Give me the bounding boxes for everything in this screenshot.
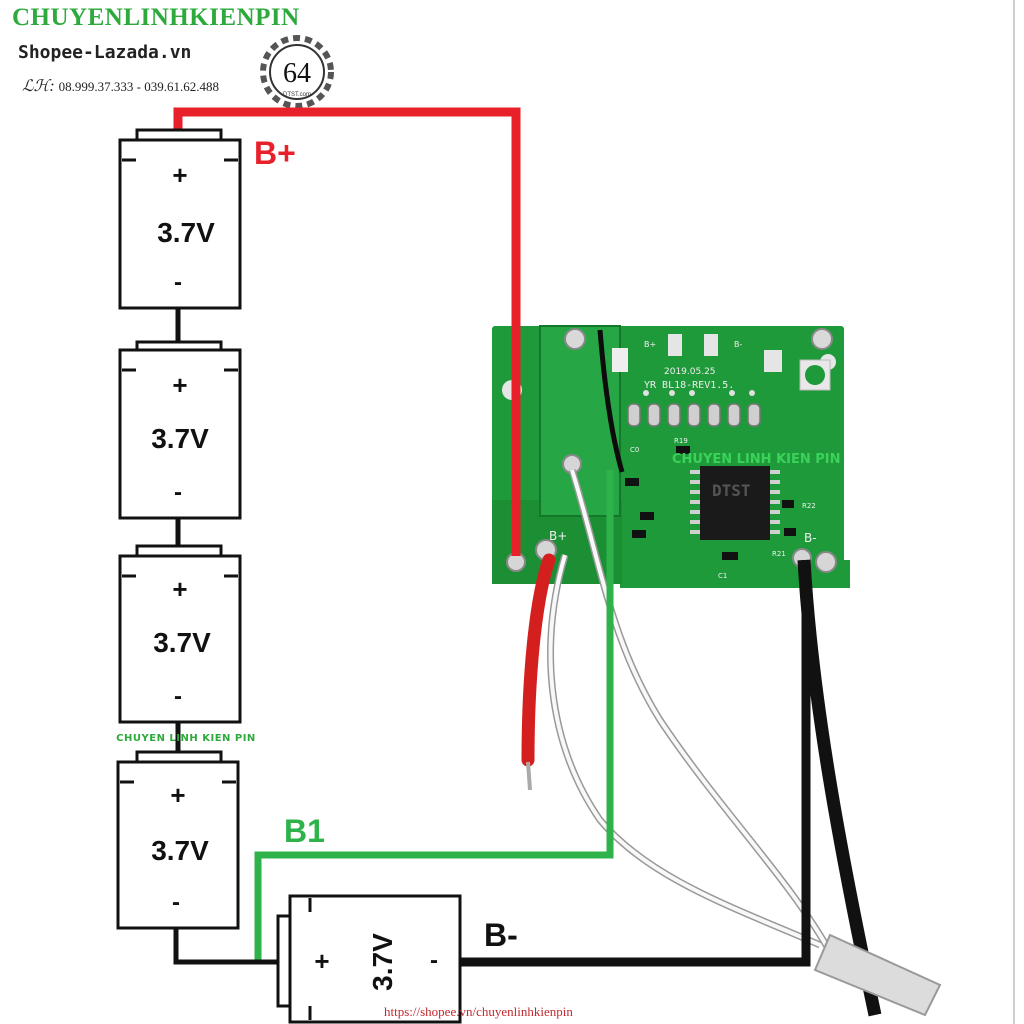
label-bminus: B-: [484, 917, 518, 953]
bplus-schematic-wire: [173, 107, 521, 556]
white-wire-1: [570, 469, 832, 953]
phone-numbers: 08.999.37.333 - 039.61.62.488: [58, 79, 220, 94]
silk-r19: R19: [674, 437, 688, 445]
shop-name: Shopee-Lazada.vn: [18, 42, 192, 63]
silk-bplus-top: B+: [644, 340, 656, 349]
connector-block: [813, 933, 942, 1017]
label-bplus: B+: [254, 135, 296, 171]
cell-4: + 3.7V -: [116, 750, 240, 930]
bminus-schematic-wire: [460, 560, 811, 967]
silk-c1: C1: [718, 572, 727, 580]
red-lead-wire: [521, 553, 556, 767]
footer-url[interactable]: https://shopee.vn/chuyenlinhkienpin: [384, 1004, 573, 1019]
b1-schematic-wire: [254, 470, 614, 962]
cell-3: + 3.7V -: [118, 544, 242, 724]
signature: ℒℋ:: [22, 78, 55, 95]
cell-5-voltage: 3.7V: [367, 933, 398, 991]
bms-chip: [700, 466, 770, 540]
logo-sub: DTST.com: [283, 92, 311, 98]
pcb-date: 2019.05.25: [664, 367, 716, 377]
cell-1-plus: +: [172, 160, 187, 190]
cell-4-plus: +: [170, 780, 185, 810]
cell-3-plus: +: [172, 574, 187, 604]
cell-5-plus: +: [314, 946, 329, 976]
gear-logo-icon: 64 DTST.com: [260, 35, 334, 109]
cell-3-voltage: 3.7V: [153, 627, 211, 658]
pad-bminus-label: B-: [804, 531, 817, 545]
silk-c0: C0: [630, 446, 639, 454]
white-wire-2: [548, 554, 821, 947]
silk-r21: R21: [772, 550, 786, 558]
cell-3-minus: -: [174, 683, 182, 710]
silk-bminus-top: B-: [734, 340, 742, 349]
black-balance-wire: [597, 329, 625, 473]
phone-line: ℒℋ:08.999.37.333 - 039.61.62.488: [22, 76, 219, 96]
bms-pcb: DTST B+ B- 2019.05.25 YR BL18-REV1.5. R1…: [492, 325, 850, 588]
pcb-watermark: CHUYEN LINH KIEN PIN: [672, 452, 841, 467]
brand-title: CHUYENLINHKIENPIN: [12, 4, 300, 31]
cell-1: + 3.7V -: [118, 128, 242, 310]
logo-number: 64: [283, 58, 311, 89]
cell-watermark: CHUYEN LINH KIEN PIN: [116, 733, 256, 744]
cell-4-voltage: 3.7V: [151, 835, 209, 866]
pad-bplus-label: B+: [549, 529, 567, 543]
pcb-model: YR BL18-REV1.5.: [644, 380, 734, 391]
chip-label: DTST: [712, 481, 751, 500]
cell-1-voltage: 3.7V: [157, 217, 215, 248]
cell-1-minus: -: [174, 269, 182, 296]
cell-2-minus: -: [174, 479, 182, 506]
label-b1: B1: [284, 813, 325, 849]
cell-4-minus: -: [172, 889, 180, 916]
silk-r22: R22: [802, 502, 816, 510]
cell-2-plus: +: [172, 370, 187, 400]
cell-5: + 3.7V -: [276, 894, 462, 1024]
series-wire-last: [173, 928, 290, 965]
red-lead-tip: [526, 761, 532, 791]
cell-5-minus: -: [430, 947, 438, 974]
cell-2: + 3.7V -: [118, 340, 242, 520]
cell-2-voltage: 3.7V: [151, 423, 209, 454]
